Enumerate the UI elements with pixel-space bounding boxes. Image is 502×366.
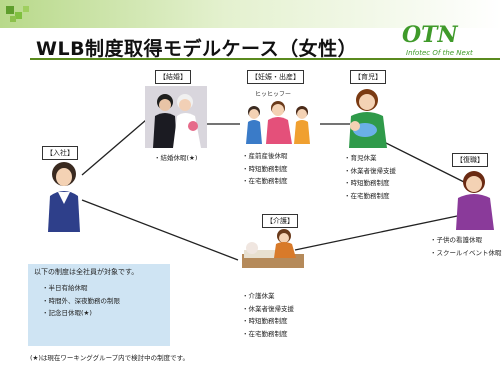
new-employee-woman-icon xyxy=(48,162,80,232)
list-item: 休業者復帰支援 xyxy=(242,303,295,316)
childcare-benefits-list: 育児休業 休業者復帰支援 時短勤務制度 在宅勤務制度 xyxy=(344,152,397,203)
header-band xyxy=(0,0,502,28)
stage-label-childcare: 【育児】 xyxy=(350,70,386,84)
stage-label-pregnancy: 【妊娠・出産】 xyxy=(247,70,304,84)
list-item: 記念日休暇(★) xyxy=(42,307,120,320)
title-underline xyxy=(30,58,500,60)
stage-label-return: 【復職】 xyxy=(452,153,488,167)
pregnancy-benefits-list: 産前産後休暇 時短勤務制度 在宅勤務制度 xyxy=(242,150,288,188)
list-item: 子供の看護休暇 xyxy=(430,234,502,247)
list-item: 時短勤務制度 xyxy=(242,163,288,176)
wedding-couple-icon xyxy=(145,86,207,148)
page-title: WLB制度取得モデルケース（女性） xyxy=(36,38,358,60)
list-item: 介護休業 xyxy=(242,290,294,303)
footnote: (★)は現在ワーキンググループ内で検討中の制度です。 xyxy=(30,354,190,362)
marriage-benefits-list: 結婚休暇(★) xyxy=(154,152,198,165)
list-item: 産前産後休暇 xyxy=(242,150,288,163)
list-item: スクールイベント休暇(★) xyxy=(430,247,502,260)
stage-label-nursing: 【介護】 xyxy=(262,214,298,228)
list-item: 在宅勤務制度 xyxy=(242,175,288,188)
logo-sub-text: Infotec Of the Next xyxy=(406,49,473,57)
list-item: 休業者復帰支援 xyxy=(344,165,397,178)
list-item: 在宅勤務制度 xyxy=(242,328,294,341)
list-item: 半日有給休暇 xyxy=(42,282,120,295)
stage-label-entry: 【入社】 xyxy=(42,146,78,160)
company-logo: OTN Infotec Of the Next xyxy=(392,22,502,62)
stage-label-marriage: 【結婚】 xyxy=(155,70,191,84)
list-item: 結婚休暇(★) xyxy=(154,152,198,165)
logo-main-text: OTN xyxy=(402,22,458,48)
mother-with-baby-icon xyxy=(349,89,387,148)
list-item: 時短勤務制度 xyxy=(242,315,294,328)
expectant-family-icon xyxy=(246,101,310,144)
returning-worker-woman-icon xyxy=(456,171,494,230)
speech-text: ヒッヒッフー xyxy=(255,91,292,98)
list-item: 在宅勤務制度 xyxy=(344,190,396,203)
all-employees-note-box: 以下の制度は全社員が対象です。 半日有給休暇 時間外、深夜勤務の制限 記念日休暇… xyxy=(28,264,170,346)
caregiver-with-elder-icon xyxy=(242,229,304,268)
note-list: 半日有給休暇 時間外、深夜勤務の制限 記念日休暇(★) xyxy=(42,282,121,320)
corner-decoration-icon xyxy=(6,6,29,22)
nursing-benefits-list: 介護休業 休業者復帰支援 時短勤務制度 在宅勤務制度 xyxy=(242,290,295,341)
list-item: 時短勤務制度 xyxy=(344,177,396,190)
list-item: 時間外、深夜勤務の制限 xyxy=(42,295,121,308)
list-item: 育児休業 xyxy=(344,152,396,165)
note-header: 以下の制度は全社員が対象です。 xyxy=(34,268,139,276)
return-benefits-list: 子供の看護休暇 スクールイベント休暇(★) xyxy=(430,234,502,259)
